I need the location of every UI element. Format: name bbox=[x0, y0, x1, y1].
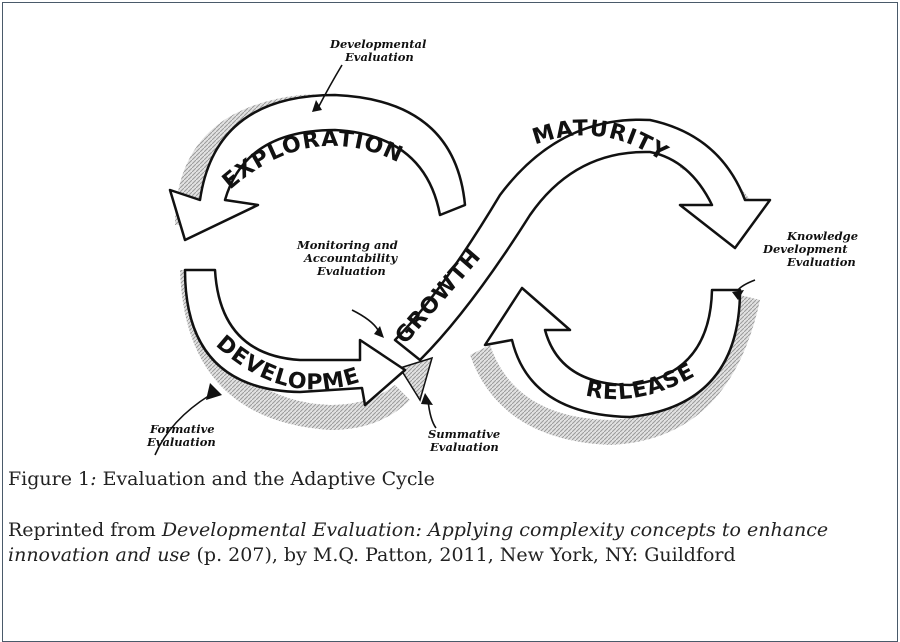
svg-text:Developmental: Developmental bbox=[329, 37, 427, 51]
reference-book-title: Developmental Evaluation: Applying compl… bbox=[8, 519, 829, 566]
svg-text:Evaluation: Evaluation bbox=[344, 50, 414, 64]
svg-text:Development: Development bbox=[762, 242, 848, 256]
svg-text:Monitoring and: Monitoring and bbox=[296, 238, 398, 252]
svg-text:Summative: Summative bbox=[428, 427, 500, 441]
svg-text:Evaluation: Evaluation bbox=[146, 435, 216, 449]
formative-evaluation-note: Formative Evaluation bbox=[146, 422, 216, 449]
figure-caption-title: Figure 1: Evaluation and the Adaptive Cy… bbox=[8, 468, 435, 490]
annotation-arrowheads bbox=[206, 100, 744, 405]
summative-evaluation-note: Summative Evaluation bbox=[428, 427, 500, 454]
svg-text:Evaluation: Evaluation bbox=[316, 264, 386, 278]
figure-caption-reference: Reprinted from Developmental Evaluation:… bbox=[8, 519, 829, 566]
developmental-evaluation-note: Developmental Evaluation bbox=[329, 37, 427, 64]
exploration-arrow bbox=[168, 93, 467, 242]
svg-text:Evaluation: Evaluation bbox=[429, 440, 499, 454]
svg-text:Formative: Formative bbox=[149, 422, 215, 436]
svg-text:Evaluation: Evaluation bbox=[786, 255, 856, 269]
growth-maturity-arrow bbox=[393, 118, 772, 362]
svg-text:Accountability: Accountability bbox=[303, 251, 399, 265]
release-arrow bbox=[483, 286, 742, 419]
monitoring-accountability-note: Monitoring and Accountability Evaluation bbox=[296, 238, 399, 278]
svg-text:Knowledge: Knowledge bbox=[786, 229, 858, 243]
development-arrow bbox=[183, 268, 407, 407]
knowledge-development-note: Knowledge Development Evaluation bbox=[762, 229, 858, 269]
adaptive-cycle-diagram: EXPLORATION MATURITY GROWTH DEVELOPMENT … bbox=[0, 0, 858, 456]
